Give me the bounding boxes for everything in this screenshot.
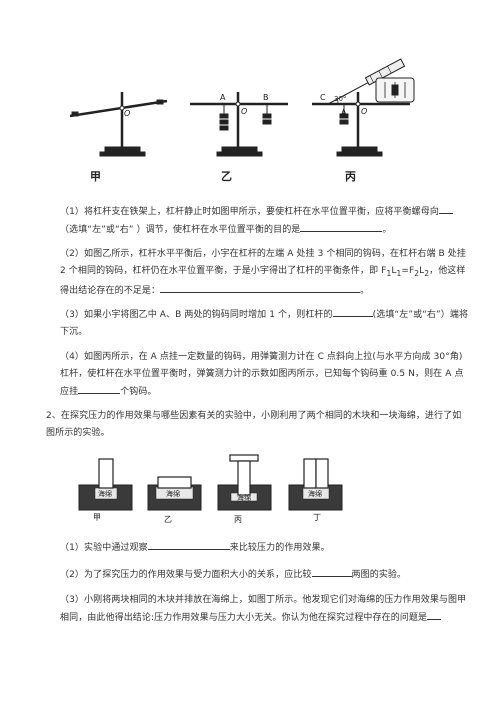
q1-part3: （3）如果小宇将图乙中 A、B 两处的钩码同时增加 1 个，则杠杆的(选填“左”… bbox=[60, 306, 470, 341]
sponge-fig-label-yi: 乙 bbox=[164, 515, 172, 524]
pivot-label-bing: O bbox=[361, 107, 368, 116]
sponge-setup-jia bbox=[78, 458, 133, 511]
point-label-a-bing: A bbox=[341, 108, 347, 117]
sponge-label-jia: 海绵 bbox=[98, 490, 112, 498]
sponge-label-bing: 海绵 bbox=[237, 494, 251, 502]
lever-stand-jia bbox=[69, 92, 168, 157]
sponge-fig-label-bing: 丙 bbox=[234, 515, 242, 524]
pivot-label-yi: O bbox=[241, 107, 248, 116]
pivot-label-jia: O bbox=[124, 109, 131, 118]
sponge-setup-bing bbox=[217, 454, 272, 511]
sponge-setup-ding bbox=[288, 458, 343, 511]
lever-figure bbox=[69, 58, 415, 157]
sponge-fig-label-ding: 丁 bbox=[313, 513, 321, 522]
sponge-setup-yi bbox=[147, 476, 202, 511]
point-label-c-bing: C bbox=[320, 93, 326, 102]
q1-part4-blank[interactable] bbox=[78, 383, 121, 394]
q1-part4: （4）如图丙所示，在 A 点挂一定数量的钩码，用弹簧测力计在 C 点斜向上拉(与… bbox=[60, 352, 464, 397]
angle-label-bing: 30° bbox=[334, 95, 347, 103]
lever-stand-bing bbox=[312, 58, 415, 157]
q2-part3-blank[interactable] bbox=[427, 609, 442, 620]
q2-part2: （2）为了探究压力的作用效果与受力面积大小的关系，应比较两图的实验。 bbox=[60, 566, 470, 584]
q1-part2: （2）如图乙所示，杠杆水平平衡后，小宇在杠杆的左端 A 处挂 3 个相同的钩码，… bbox=[60, 249, 466, 296]
point-label-b-yi: B bbox=[263, 93, 269, 102]
q1-part1-blank2[interactable] bbox=[300, 221, 383, 232]
sponge-label-yi: 海绵 bbox=[166, 490, 180, 498]
q1-part2-blank[interactable] bbox=[160, 282, 361, 293]
q2-part2-blank[interactable] bbox=[311, 566, 352, 577]
figure-label-bing: 丙 bbox=[345, 170, 356, 183]
q2-part3: （3）小刚将两块相同的木块并排放在海绵上，如图丁所示。他发现它们对海绵的压力作用… bbox=[60, 595, 467, 623]
sponge-label-ding: 海绵 bbox=[308, 490, 322, 498]
figure-label-yi: 乙 bbox=[221, 170, 232, 183]
figure-label-jia: 甲 bbox=[90, 170, 101, 183]
point-label-a-yi: A bbox=[220, 93, 226, 102]
q2-part1-blank[interactable] bbox=[147, 539, 230, 550]
q1-part1-blank1[interactable] bbox=[438, 203, 453, 214]
q2-part1: （1）实验中通过观察来比较压力的作用效果。 bbox=[60, 539, 470, 557]
lever-stand-yi bbox=[190, 92, 288, 157]
sponge-fig-label-jia: 甲 bbox=[93, 513, 101, 522]
q1-part1: （1）将杠杆支在铁架上，杠杆静止时如图甲所示，要使杠杆在水平位置平衡，应将平衡螺… bbox=[60, 203, 470, 239]
q1-part3-blank[interactable] bbox=[332, 306, 373, 317]
sponge-figure bbox=[78, 454, 343, 511]
q2-intro: 2、在探究压力的作用效果与哪些因素有关的实验中，小刚利用了两个相同的木块和一块海… bbox=[46, 411, 462, 438]
